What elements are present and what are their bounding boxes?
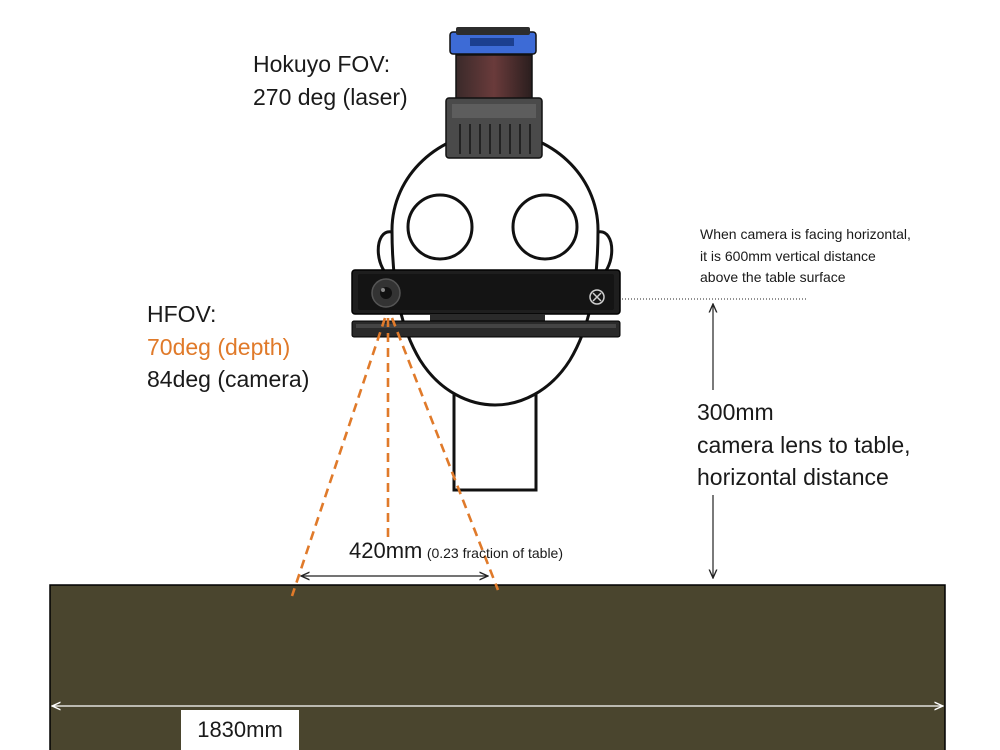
- right-eye: [511, 193, 579, 261]
- head-outline: [390, 130, 600, 407]
- vertical-dim-line-3: horizontal distance: [697, 464, 889, 491]
- depth-fov-lines: [290, 317, 500, 597]
- camera-height-note: When camera is facing horizontal, it is …: [700, 224, 911, 289]
- vertical-dim-value: 300mm: [697, 399, 774, 425]
- vertical-dimension-label: 300mm camera lens to table, horizontal d…: [697, 396, 911, 494]
- note-line-2: it is 600mm vertical distance: [700, 247, 876, 264]
- hfov-depth: 70deg (depth): [147, 333, 291, 360]
- fov-right-edge: [390, 317, 500, 591]
- table-length-label: 1830mm: [181, 710, 299, 750]
- hfov-camera: 84deg (camera): [147, 366, 310, 393]
- hfov-label: HFOV: 70deg (depth) 84deg (camera): [147, 298, 309, 396]
- kinect-camera: [351, 269, 621, 338]
- fov-width-fraction: (0.23 fraction of table): [426, 545, 563, 561]
- vertical-dim-line-2: camera lens to table,: [697, 431, 911, 458]
- fov-width-label: 420mm (0.23 fraction of table): [349, 537, 563, 566]
- note-line-3: above the table surface: [700, 269, 846, 286]
- hokuyo-label: Hokuyo FOV: 270 deg (laser): [253, 48, 408, 113]
- fov-width-value: 420mm: [349, 538, 423, 563]
- hokuyo-lidar: [445, 27, 543, 159]
- fov-left-edge: [290, 317, 387, 597]
- hokuyo-value: 270 deg (laser): [253, 83, 408, 110]
- hfov-title: HFOV:: [147, 301, 217, 327]
- note-line-1: When camera is facing horizontal,: [700, 226, 911, 242]
- hokuyo-title: Hokuyo FOV:: [253, 51, 391, 77]
- xbox-logo-icon: [589, 289, 605, 305]
- left-eye: [406, 193, 474, 261]
